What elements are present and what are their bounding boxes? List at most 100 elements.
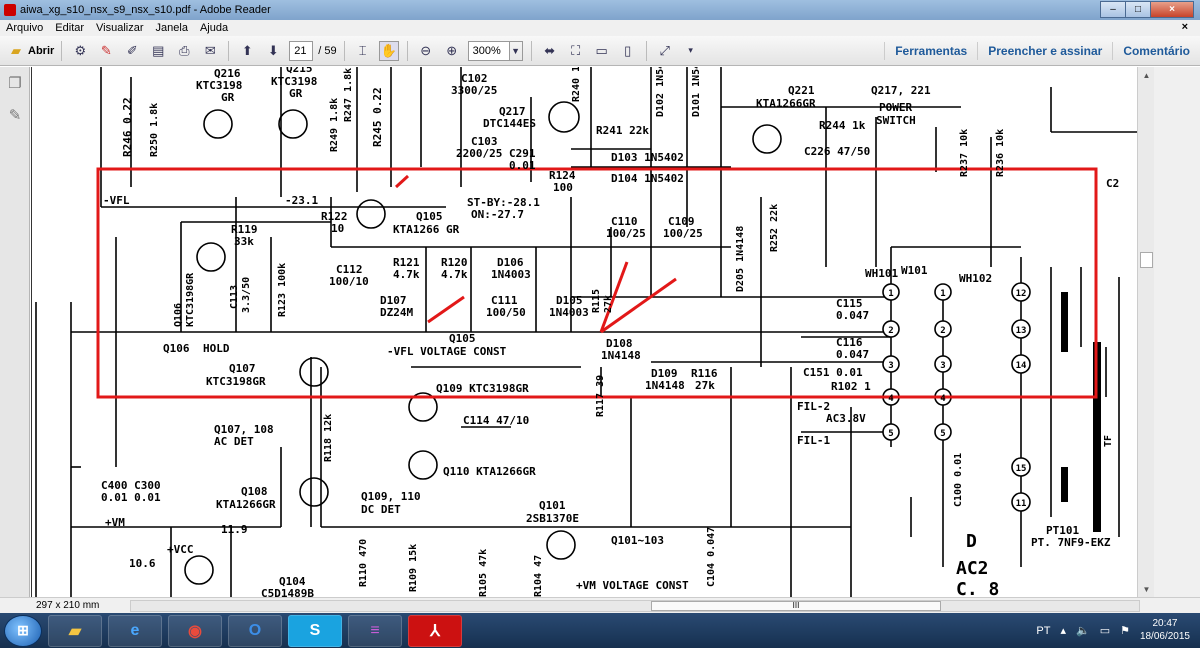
zoom-select[interactable]: 300% (467, 40, 510, 61)
attachments-icon[interactable]: ✎ (8, 107, 22, 124)
label-r104: R104 47 (533, 555, 544, 597)
language-indicator[interactable]: PT (1036, 624, 1051, 637)
fill-sign-button[interactable]: Preencher e assinar (977, 42, 1112, 60)
label-r116: R116 (691, 367, 718, 380)
menu-editar[interactable]: Editar (55, 22, 85, 34)
zoom-in-icon[interactable]: ⊕ (446, 42, 458, 58)
label-wh102: WH102 (959, 272, 992, 285)
label-q216: Q216 (214, 67, 241, 80)
open-button[interactable]: Abrir (28, 44, 55, 57)
next-page-icon[interactable]: ⬇ (267, 42, 279, 58)
pin-right-11: 11 (1016, 499, 1027, 509)
adobe-reader-icon[interactable]: ⅄ (408, 614, 462, 647)
horizontal-scrollbar[interactable]: III (130, 599, 1140, 612)
horizontal-scroll-thumb[interactable]: III (651, 600, 941, 611)
full-screen-icon[interactable]: ▭ (595, 42, 608, 58)
winrar-icon[interactable]: ≡ (348, 614, 402, 647)
pages-icon[interactable]: ❐ (8, 75, 22, 92)
scroll-up-icon[interactable]: ▲ (1142, 70, 1151, 80)
page-size: 297 x 210 mm (36, 600, 100, 611)
print-icon[interactable]: ⎙ (179, 42, 190, 58)
expand-icon[interactable]: ⤢ (659, 42, 670, 58)
label-q110: Q110 KTA1266GR (443, 465, 536, 478)
label-c111: C111 (491, 294, 518, 307)
previous-page-icon[interactable]: ⬆ (241, 42, 253, 58)
label-c2: C2 (1106, 177, 1119, 190)
label-c109: C109 (668, 215, 695, 228)
scroll-down-icon[interactable]: ▼ (1142, 584, 1151, 594)
minimize-button[interactable]: – (1100, 1, 1126, 18)
status-bar: 297 x 210 mm III (0, 597, 1200, 613)
label-q109: Q109 KTC3198GR (436, 382, 529, 395)
label-w101: W101 (901, 264, 928, 277)
tools-button[interactable]: Ferramentas (884, 42, 977, 60)
menu-arquivo[interactable]: Arquivo (6, 22, 44, 34)
create-pdf-icon[interactable]: ⚙ (74, 42, 87, 58)
explorer-icon[interactable]: ▰ (48, 614, 102, 647)
pin-right-15: 15 (1016, 464, 1027, 474)
label-c103-val: 2200/25 (456, 147, 502, 160)
label-d106-val: 1N4003 (491, 268, 531, 281)
label-c115: C115 (836, 297, 863, 310)
label-d101: D101 1N5402 (691, 67, 702, 117)
fit-page-icon[interactable]: ⛶ (571, 42, 581, 58)
label-c151: C151 0.01 (803, 366, 863, 379)
menu-visualizar[interactable]: Visualizar (96, 22, 144, 34)
start-button[interactable]: ⊞ (4, 614, 42, 647)
outlook-icon[interactable]: O (228, 614, 282, 647)
volume-icon[interactable]: 🔈 (1076, 625, 1090, 637)
label-r115: R115 (591, 289, 602, 313)
save-icon[interactable]: ▤ (152, 42, 165, 58)
document-view[interactable]: Q216 KTC3198 GR Q215 KTC3198 GR R246 0.2… (31, 67, 1137, 597)
label-q101-103: Q101∼103 (611, 534, 664, 547)
chevron-down-icon[interactable]: ▼ (508, 40, 523, 61)
comment-button[interactable]: Comentário (1112, 42, 1200, 60)
flag-icon[interactable]: ⚑ (1120, 625, 1130, 637)
pin-mid-3: 3 (940, 361, 945, 371)
schematic: Q216 KTC3198 GR Q215 KTC3198 GR R246 0.2… (31, 67, 1137, 597)
ie-icon[interactable]: e (108, 614, 162, 647)
read-mode-icon[interactable]: ▯ (624, 42, 632, 58)
network-icon[interactable]: ▭ (1099, 625, 1111, 637)
label-c104: C104 0.047 (706, 527, 717, 587)
label-ac2: AC2 (956, 558, 989, 579)
label-q107-108: Q107, 108 (214, 423, 274, 436)
label-d108-val: 1N4148 (601, 349, 641, 362)
tray-expand-icon[interactable]: ▴ (1060, 625, 1067, 637)
label-r250: R250 1.8k (149, 103, 160, 157)
chrome-icon[interactable]: ◉ (168, 614, 222, 647)
label-r123: R123 100k (277, 263, 288, 317)
label-r119-val: 33k (234, 235, 254, 248)
zoom-out-icon[interactable]: ⊖ (420, 42, 432, 58)
right-gutter (1154, 67, 1200, 597)
adobe-reader-icon (4, 4, 16, 16)
maximize-button[interactable]: □ (1125, 1, 1151, 18)
select-cursor-icon[interactable]: ⌶ (358, 42, 367, 58)
close-document-icon[interactable]: × (1181, 21, 1188, 33)
close-button[interactable]: × (1150, 1, 1194, 18)
menu-janela[interactable]: Janela (155, 22, 188, 34)
divider (343, 40, 345, 61)
label-vfl-const: -VFL VOLTAGE CONST (387, 345, 507, 358)
label-on: ON:-27.7 (471, 208, 524, 221)
label-c400-val: 0.01 0.01 (101, 491, 161, 504)
customize-chevron-icon[interactable]: ▾ (688, 45, 693, 55)
label-fil2: FIL-2 (797, 400, 830, 413)
export-icon[interactable]: ✎ (100, 42, 112, 58)
label-q106: Q106 (173, 303, 184, 327)
fit-width-icon[interactable]: ⬌ (544, 42, 556, 58)
folder-icon[interactable]: ▰ (11, 42, 21, 58)
label-c102-val: 3300/25 (451, 84, 497, 97)
skype-icon[interactable]: S (288, 614, 342, 647)
vertical-scrollbar[interactable]: ▲ ▼ (1137, 67, 1154, 597)
hand-tool-icon[interactable]: ✋ (378, 40, 399, 61)
label-r115-val: 27k (603, 295, 614, 313)
pin-right-14: 14 (1016, 361, 1027, 371)
clock[interactable]: 20:47 18/06/2015 (1140, 617, 1190, 643)
pin-left-3: 3 (888, 361, 893, 371)
mail-icon[interactable]: ✉ (204, 42, 216, 58)
scroll-thumb[interactable] (1140, 252, 1153, 268)
page-number-input[interactable]: 21 (289, 40, 314, 61)
edit-icon[interactable]: ✐ (126, 42, 138, 58)
menu-ajuda[interactable]: Ajuda (199, 22, 229, 34)
